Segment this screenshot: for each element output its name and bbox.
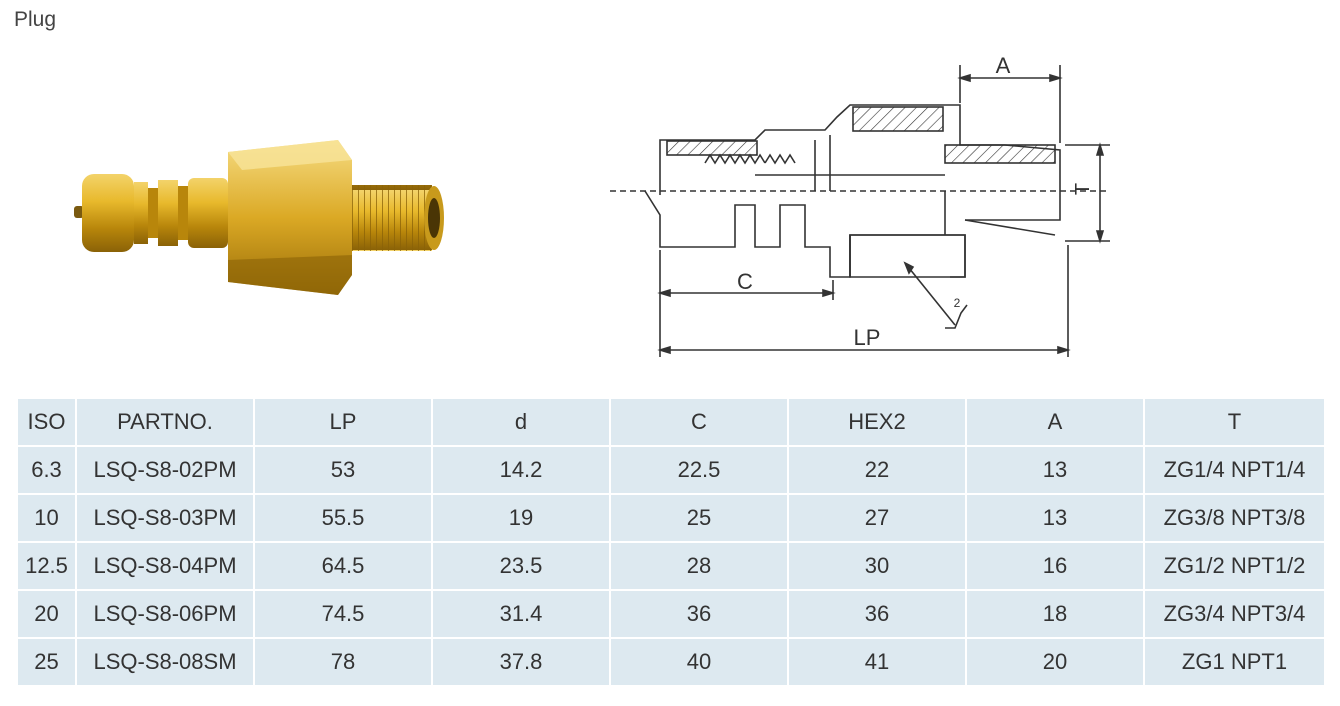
table-row: 12.5 LSQ-S8-04PM 64.5 23.5 28 30 16 ZG1/… bbox=[16, 541, 1326, 591]
cell-lp: 64.5 bbox=[253, 541, 433, 591]
cell-iso: 12.5 bbox=[16, 541, 77, 591]
header-iso: ISO bbox=[16, 397, 77, 447]
cell-t: ZG1/4 NPT1/4 bbox=[1143, 445, 1326, 495]
table-header-row: ISO PARTNO. LP d C HEX2 A T bbox=[16, 397, 1326, 447]
cell-c: 25 bbox=[609, 493, 789, 543]
cell-lp: 55.5 bbox=[253, 493, 433, 543]
cell-d: 23.5 bbox=[431, 541, 611, 591]
cell-lp: 78 bbox=[253, 637, 433, 687]
table-row: 20 LSQ-S8-06PM 74.5 31.4 36 36 18 ZG3/4 … bbox=[16, 589, 1326, 639]
dim-lp-label: LP bbox=[854, 325, 881, 350]
cell-iso: 10 bbox=[16, 493, 77, 543]
hex-mark-label: 2 bbox=[954, 296, 961, 310]
cell-hex2: 36 bbox=[787, 589, 967, 639]
cell-a: 18 bbox=[965, 589, 1145, 639]
cell-c: 28 bbox=[609, 541, 789, 591]
header-lp: LP bbox=[253, 397, 433, 447]
header-a: A bbox=[965, 397, 1145, 447]
cell-hex2: 41 bbox=[787, 637, 967, 687]
cell-hex2: 22 bbox=[787, 445, 967, 495]
cell-a: 13 bbox=[965, 445, 1145, 495]
cell-lp: 74.5 bbox=[253, 589, 433, 639]
cell-lp: 53 bbox=[253, 445, 433, 495]
cell-t: ZG3/4 NPT3/4 bbox=[1143, 589, 1326, 639]
cell-a: 16 bbox=[965, 541, 1145, 591]
cell-d: 14.2 bbox=[431, 445, 611, 495]
cell-a: 20 bbox=[965, 637, 1145, 687]
table-row: 6.3 LSQ-S8-02PM 53 14.2 22.5 22 13 ZG1/4… bbox=[16, 445, 1326, 495]
page-title: Plug bbox=[14, 8, 57, 31]
cell-partno: LSQ-S8-06PM bbox=[75, 589, 255, 639]
threaded-shank bbox=[352, 185, 432, 251]
cell-t: ZG1/2 NPT1/2 bbox=[1143, 541, 1326, 591]
cell-partno: LSQ-S8-08SM bbox=[75, 637, 255, 687]
cell-iso: 6.3 bbox=[16, 445, 77, 495]
dim-a-label: A bbox=[996, 53, 1011, 78]
plug-tip bbox=[74, 206, 84, 218]
header-t: T bbox=[1143, 397, 1326, 447]
product-photo bbox=[74, 140, 444, 295]
cell-d: 19 bbox=[431, 493, 611, 543]
cell-partno: LSQ-S8-02PM bbox=[75, 445, 255, 495]
header-d: d bbox=[431, 397, 611, 447]
cell-partno: LSQ-S8-04PM bbox=[75, 541, 255, 591]
technical-drawing: A T C LP 2 bbox=[610, 53, 1110, 357]
cell-partno: LSQ-S8-03PM bbox=[75, 493, 255, 543]
cell-iso: 20 bbox=[16, 589, 77, 639]
cell-d: 37.8 bbox=[431, 637, 611, 687]
cell-a: 13 bbox=[965, 493, 1145, 543]
table-row: 10 LSQ-S8-03PM 55.5 19 25 27 13 ZG3/8 NP… bbox=[16, 493, 1326, 543]
cell-c: 36 bbox=[609, 589, 789, 639]
cell-d: 31.4 bbox=[431, 589, 611, 639]
cell-c: 40 bbox=[609, 637, 789, 687]
cell-iso: 25 bbox=[16, 637, 77, 687]
cell-c: 22.5 bbox=[609, 445, 789, 495]
table-row: 25 LSQ-S8-08SM 78 37.8 40 41 20 ZG1 NPT1 bbox=[16, 637, 1326, 687]
plug-nose bbox=[82, 174, 134, 252]
header-c: C bbox=[609, 397, 789, 447]
cell-hex2: 30 bbox=[787, 541, 967, 591]
cell-hex2: 27 bbox=[787, 493, 967, 543]
header-hex2: HEX2 bbox=[787, 397, 967, 447]
dim-t-label: T bbox=[1072, 183, 1094, 195]
dim-c-label: C bbox=[737, 269, 753, 294]
cell-t: ZG3/8 NPT3/8 bbox=[1143, 493, 1326, 543]
spec-table: ISO PARTNO. LP d C HEX2 A T 6.3 LSQ-S8-0… bbox=[16, 397, 1326, 687]
cell-t: ZG1 NPT1 bbox=[1143, 637, 1326, 687]
header-partno: PARTNO. bbox=[75, 397, 255, 447]
